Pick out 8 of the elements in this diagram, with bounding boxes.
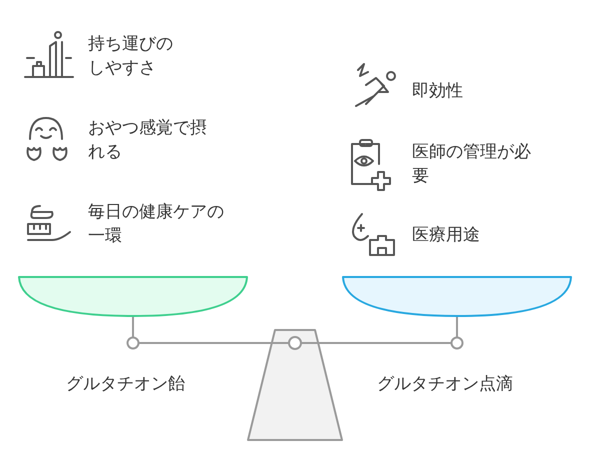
item-name: グルタチオン点滴 xyxy=(377,373,514,396)
benefit-text: 即効性 xyxy=(412,80,464,103)
benefit-text: おやつ感覚で摂れる xyxy=(88,117,208,164)
benefit-text: 毎日の健康ケアの一環 xyxy=(88,201,225,248)
benefit-text: 持ち運びのしやすさ xyxy=(88,33,174,80)
benefit-text: 医師の管理が必要 xyxy=(412,141,532,188)
item-name: グルタチオン飴 xyxy=(66,373,186,396)
benefit-text: 医療用途 xyxy=(412,224,481,247)
